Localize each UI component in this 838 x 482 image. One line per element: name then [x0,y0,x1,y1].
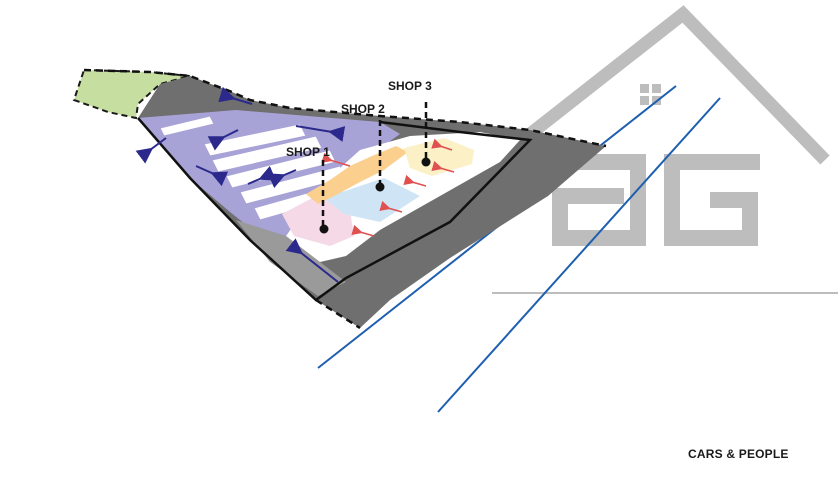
road-edge-dashed [315,298,361,330]
shop3-block [404,138,474,176]
diagram-caption: CARS & PEOPLE [688,447,789,461]
shop2-label: SHOP 2 [341,102,385,116]
logo-letter-g [664,154,760,246]
shop3-marker-dot [421,157,431,167]
shop2-marker-dot [375,182,385,192]
logo-letter-a [552,154,646,246]
shop3-label: SHOP 3 [388,79,432,93]
window-icon [640,84,661,105]
lower-access [236,220,346,296]
shop1-block [282,196,354,246]
shop1-label: SHOP 1 [286,145,330,159]
car-arrows [135,86,346,283]
house-roof-icon [515,5,830,165]
people-arrows [321,138,455,237]
site-boundary-solid [137,117,533,302]
site-boundary-dashed [83,68,607,148]
shop-markers [321,102,428,226]
shop1-marker-dot [319,224,329,234]
green-area [72,68,191,120]
watermark-logo [492,5,838,294]
shop2-block [306,146,408,204]
parking-stalls [159,115,353,221]
blue-line-right [437,97,721,413]
